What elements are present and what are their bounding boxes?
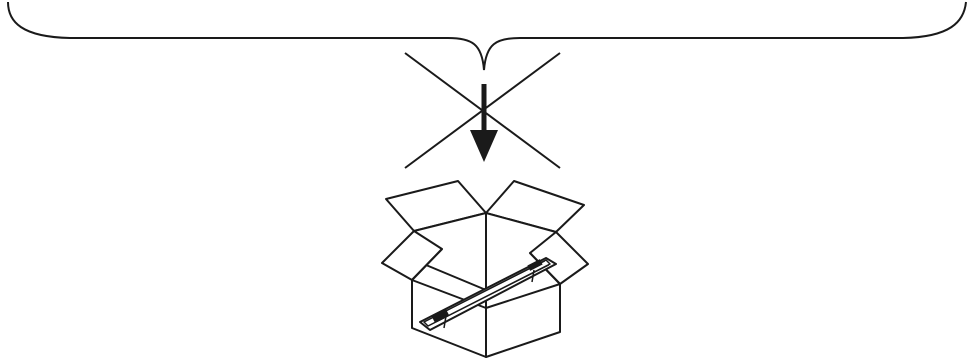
brace-icon xyxy=(8,2,966,70)
open-box-icon xyxy=(382,181,588,357)
down-arrow-icon xyxy=(470,84,498,162)
